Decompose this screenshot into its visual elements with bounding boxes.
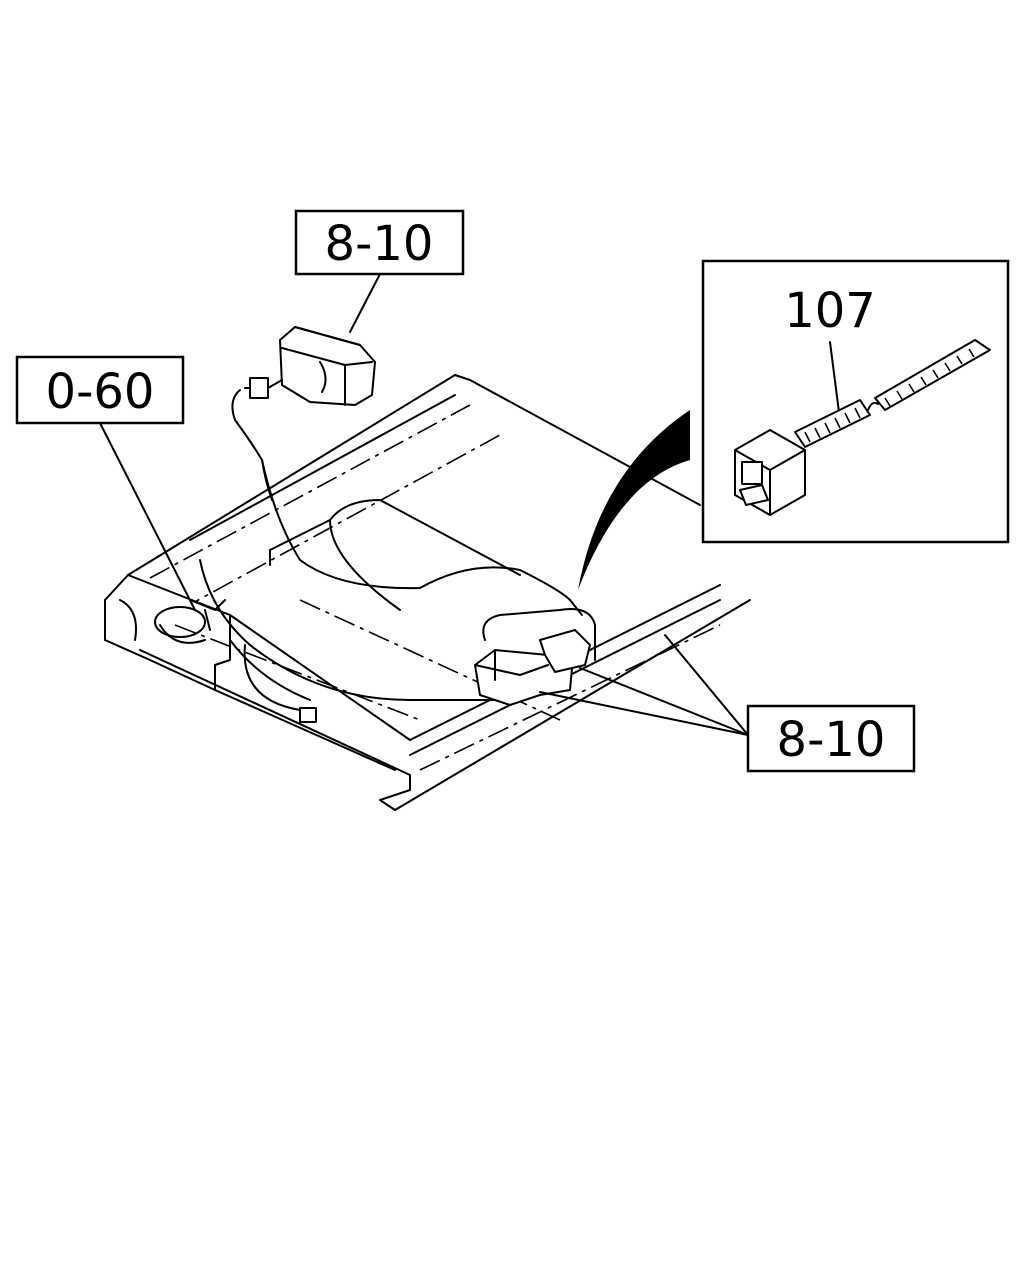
callout-right-leader-1 xyxy=(664,634,749,736)
callout-top-box xyxy=(294,209,465,276)
upper-connector xyxy=(249,326,376,406)
detail-pointer xyxy=(578,410,690,590)
callout-right: 8-10 xyxy=(539,634,916,773)
detail-inset: 107 xyxy=(701,259,1010,544)
callout-right-leader-2 xyxy=(579,667,749,736)
callout-right-box xyxy=(746,704,916,773)
harness-clip xyxy=(154,599,226,644)
cable-tie-strap xyxy=(794,339,991,448)
callout-top-leader xyxy=(349,273,381,333)
inset-part-leader xyxy=(829,341,841,421)
callout-top-label: 8-10 xyxy=(325,216,434,272)
callout-left: 0-60 xyxy=(15,355,196,611)
cable-tie-head xyxy=(734,429,806,516)
callout-left-leader xyxy=(99,422,196,611)
callout-left-label: 0-60 xyxy=(46,364,155,420)
lower-connector xyxy=(299,629,591,723)
callout-right-leader-3 xyxy=(539,691,749,736)
inset-part-label: 107 xyxy=(784,283,876,339)
callout-left-box xyxy=(15,355,185,425)
callout-right-label: 8-10 xyxy=(777,712,886,768)
callout-top: 8-10 xyxy=(294,209,465,333)
